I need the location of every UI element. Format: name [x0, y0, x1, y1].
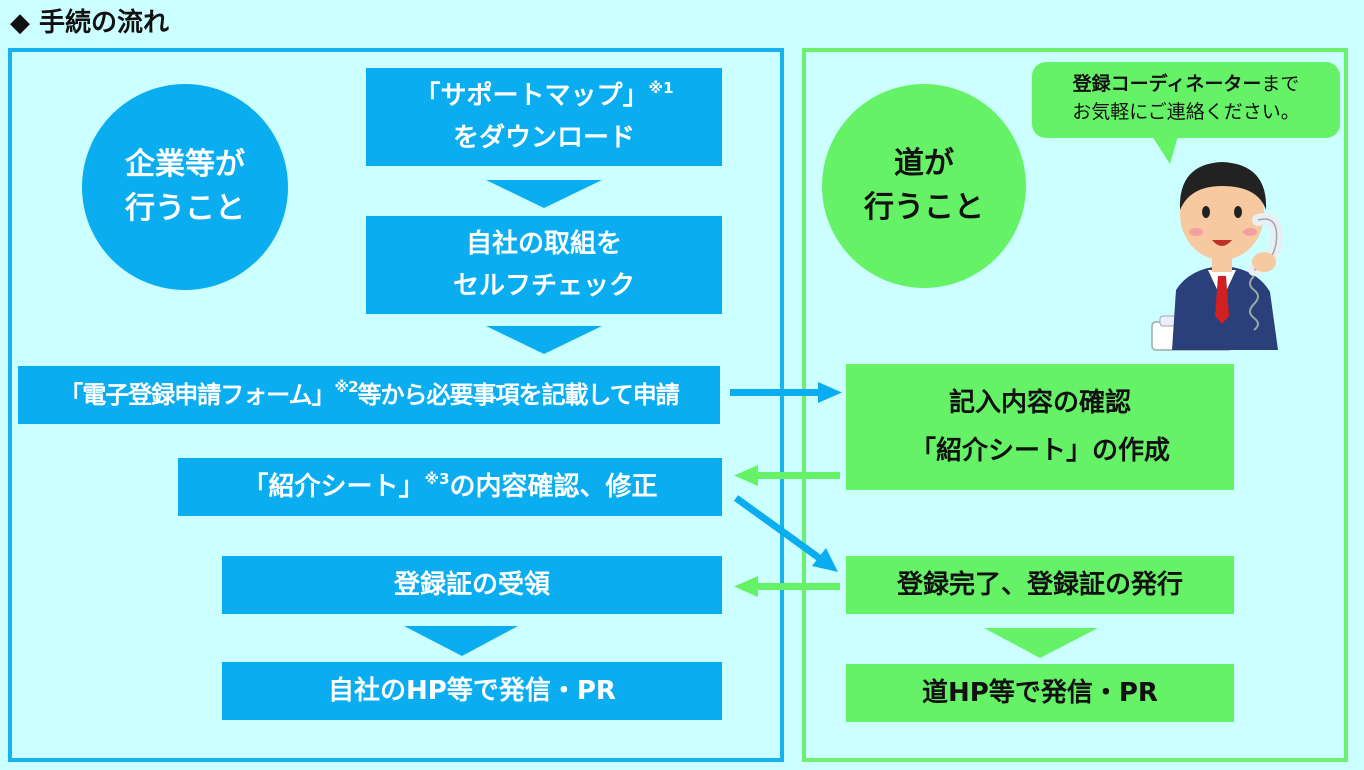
- arrow-check-to-confirm: [734, 465, 840, 486]
- step3-text-b: 等から必要事項を記載して申請: [357, 381, 680, 409]
- step2-line2: セルフチェック: [452, 271, 635, 301]
- bubble-bold-text: 登録コーディネーター: [1072, 73, 1262, 95]
- step6-label: 自社のHP等で発信・PR: [328, 676, 616, 706]
- step4-note: ※3: [424, 470, 450, 488]
- step3-note: ※2: [334, 378, 358, 396]
- step-self-check: 自社の取組を セルフチェック: [366, 216, 722, 314]
- government-circle-line2: 行うこと: [864, 190, 984, 225]
- step3-text-a: 「電子登録申請フォーム」: [59, 381, 335, 409]
- step1-line2: をダウンロード: [452, 123, 635, 153]
- bubble-text-2: お気軽にご連絡ください。: [1072, 101, 1300, 123]
- company-circle-line2: 行うこと: [125, 191, 245, 226]
- right-step2-label: 登録完了、登録証の発行: [896, 570, 1183, 600]
- step-issue-certificate: 登録完了、登録証の発行: [846, 556, 1234, 614]
- government-circle-label: 道が 行うこと: [822, 84, 1026, 288]
- company-circle-label: 企業等が 行うこと: [82, 84, 288, 290]
- right-step1-line1: 記入内容の確認: [948, 388, 1131, 418]
- company-actions-panel: [8, 48, 784, 762]
- coordinator-speech-bubble: 登録コーディネーターまで お気軽にご連絡ください。: [1032, 62, 1340, 138]
- arrow-confirm-to-issue: [733, 495, 838, 572]
- bubble-text-1: まで: [1261, 73, 1300, 95]
- step2-line1: 自社の取組を: [465, 229, 622, 259]
- page-title: ◆ 手続の流れ: [10, 8, 170, 38]
- step-receive-certificate: 登録証の受領: [222, 556, 722, 614]
- down-arrow-1: [486, 180, 602, 208]
- step4-text-b: の内容確認、修正: [449, 472, 658, 502]
- down-arrow-2: [486, 326, 602, 354]
- company-circle-line1: 企業等が: [125, 147, 245, 182]
- step1-line1: 「サポートマップ」: [414, 81, 649, 111]
- step-apply-form: 「電子登録申請フォーム」※2等から必要事項を記載して申請: [18, 366, 720, 424]
- government-actions-panel: [802, 48, 1348, 762]
- step-confirm-intro-sheet: 「紹介シート」※3の内容確認、修正: [178, 458, 722, 516]
- arrow-issue-to-receive: [734, 576, 840, 597]
- down-arrow-3: [404, 626, 518, 656]
- step5-label: 登録証の受領: [393, 570, 550, 600]
- right-step3-label: 道HP等で発信・PR: [922, 678, 1158, 708]
- step-download-support-map: 「サポートマップ」※1 をダウンロード: [366, 68, 722, 166]
- step-government-pr: 道HP等で発信・PR: [846, 664, 1234, 722]
- step-company-pr: 自社のHP等で発信・PR: [222, 662, 722, 720]
- government-circle-line1: 道が: [894, 146, 954, 181]
- step1-note: ※1: [648, 79, 674, 97]
- arrow-apply-to-check: [730, 382, 842, 403]
- down-arrow-right: [984, 628, 1098, 658]
- step4-text-a: 「紹介シート」: [242, 472, 425, 502]
- right-step1-line2: 「紹介シート」の作成: [909, 436, 1170, 466]
- step-check-content: 記入内容の確認 「紹介シート」の作成: [846, 364, 1234, 490]
- bubble-tail: [1152, 136, 1178, 164]
- telephone-operator-illustration: [1151, 162, 1283, 351]
